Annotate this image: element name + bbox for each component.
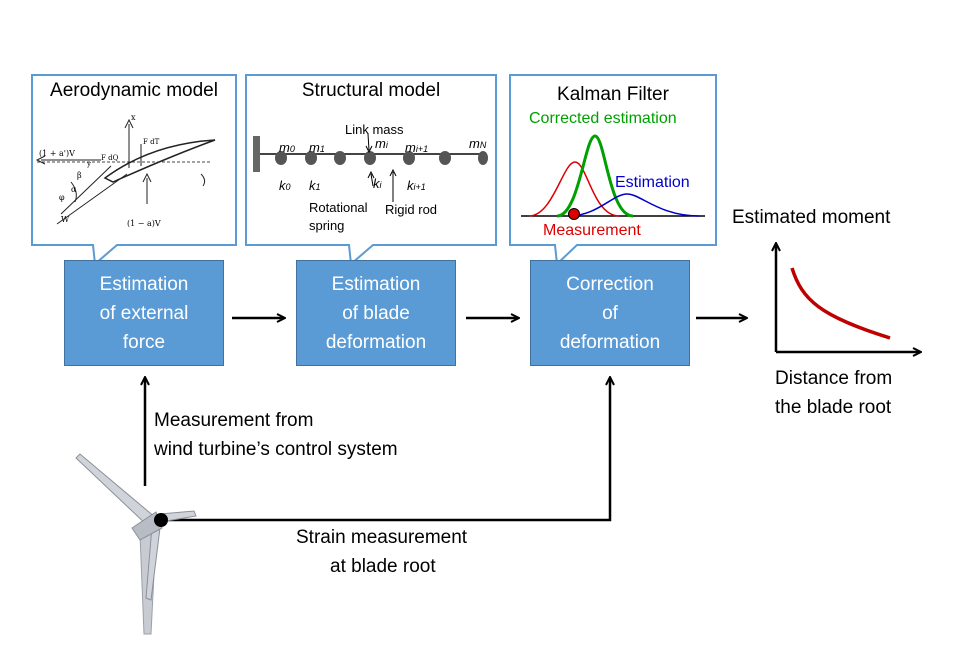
callout-frame [31,74,237,267]
spring-label: spring [309,218,345,233]
box-line: Correction [566,273,654,295]
svg-text:β: β [77,171,82,180]
corrected-estimation-label: Corrected estimation [529,110,677,127]
estimation-label: Estimation [615,174,690,191]
svg-text:F dQ: F dQ [101,154,119,162]
correction-deformation-box: Correction of deformation [530,260,690,366]
distance-label-line1: Distance from [775,368,893,389]
spring-label-k1: k1 [309,178,321,193]
box-line: deformation [325,331,427,353]
arrow-strain-to-correction [162,378,610,522]
measurement-control-line2: wind turbine’s control system [154,439,398,460]
moment-curve [790,267,891,340]
box-line: of [602,302,618,324]
measurement-label: Measurement [543,222,641,239]
estimation-external-force-box: Estimation of external force [64,260,224,366]
mass-label-m1: m1 [309,140,325,155]
measurement-control-line1: Measurement from [154,410,314,431]
blade-airfoil-diagram-icon: (1 + a')V x F dT F dQ y (1 − a)V W α φ β [35,113,216,228]
rotational-label: Rotational [309,200,368,215]
svg-text:F dT: F dT [143,138,160,146]
svg-text:W: W [61,215,70,224]
spring-label-ki: ki [373,176,382,191]
distance-label-line2: the blade root [775,397,892,418]
estimation-blade-deformation-box: Estimation of blade deformation [296,260,456,366]
gaussian-curves-icon [521,134,705,220]
box-line: Estimation [331,273,421,295]
link-mass-label: Link mass [345,122,404,137]
aerodynamic-model-callout: Aerodynamic model (1 + a')V x F dT F dQ … [31,74,237,267]
svg-text:(1 − a)V: (1 − a)V [127,219,161,228]
box-line: of external [99,302,189,324]
kalman-filter-callout: Kalman Filter Corrected estimation Estim… [509,74,717,267]
estimated-moment-label: Estimated moment [732,207,891,228]
structural-model-callout: Structural model m0 m1 Link mass mi mi+1… [245,74,497,267]
mass-spring-chain-diagram-icon [253,133,488,202]
box-line: force [122,331,166,353]
kalman-filter-title: Kalman Filter [557,84,669,105]
spring-label-ki1: ki+1 [407,178,426,193]
strain-measurement-line2: at blade root [330,556,436,577]
rigid-rod-label: Rigid rod [385,202,438,217]
spring-label-k0: k0 [279,178,291,193]
structural-model-title: Structural model [301,80,441,101]
strain-measurement-line1: Strain measurement [296,527,468,548]
callout-frame [245,74,497,267]
estimated-moment-plot [776,244,920,352]
mass-label-m0: m0 [279,140,295,155]
svg-text:x: x [131,113,136,122]
box-line: of blade [342,302,410,324]
wind-turbine-icon [75,453,197,635]
svg-text:α: α [71,185,77,194]
mass-label-mn: mN [469,136,487,151]
box-line: deformation [559,331,661,353]
mass-label-mi1: mi+1 [405,140,429,155]
mass-label-mi: mi [375,136,388,151]
svg-text:φ: φ [59,193,65,202]
svg-text:y: y [86,160,91,168]
svg-text:(1 + a')V: (1 + a')V [39,149,75,158]
box-line: Estimation [99,273,189,295]
aerodynamic-model-title: Aerodynamic model [50,80,218,101]
